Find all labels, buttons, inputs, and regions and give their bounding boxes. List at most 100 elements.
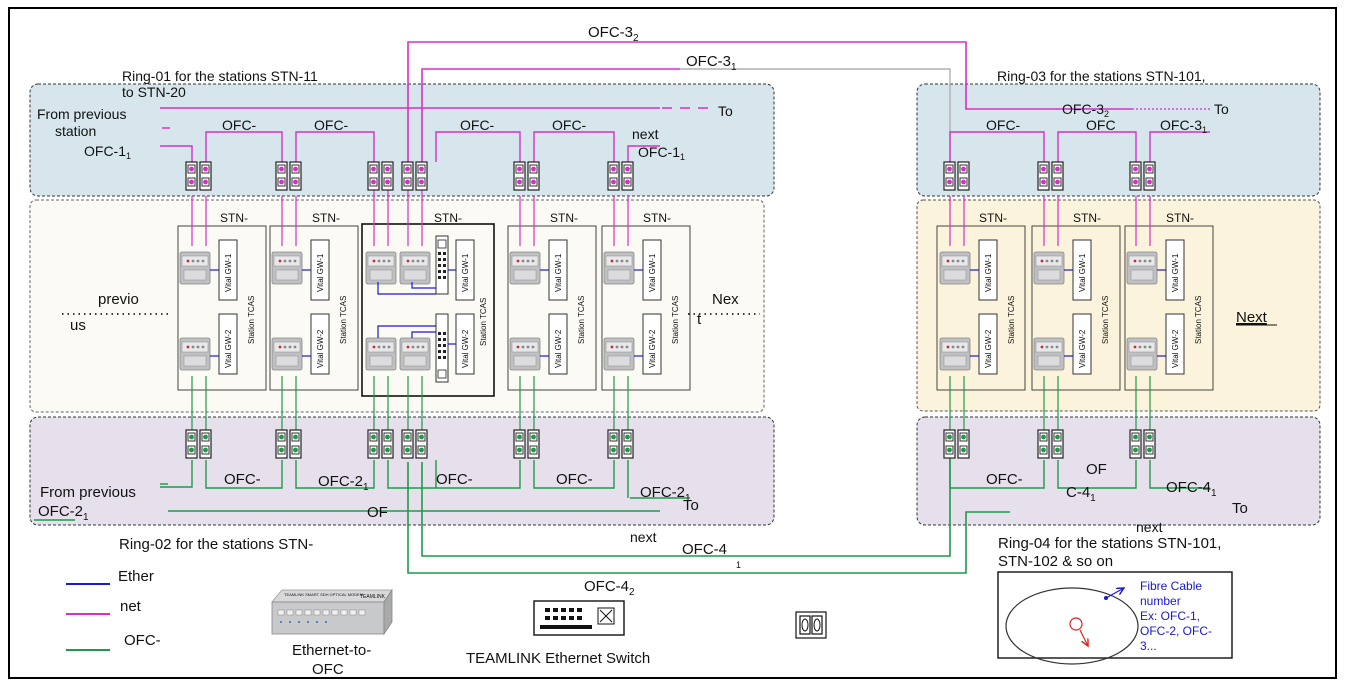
svg-text:Station TCAS: Station TCAS: [339, 296, 348, 344]
stn-label-102: STN-: [1073, 211, 1101, 225]
ethernet-to-ofc-converter: TEAMLINK TEAMLINK SMART SDH OPTICAL MODE…: [271, 588, 393, 678]
ethernet-switch-icon: TEAMLINK Ethernet Switch: [466, 600, 650, 667]
label-t: t: [697, 311, 702, 328]
label-next-right: Next: [1236, 309, 1268, 326]
label-ofc-top-5: OFC-: [986, 117, 1021, 133]
label-to-bottom-right: To: [1232, 500, 1248, 517]
fibre-cable-number-box: Fibre Cable number Ex: OFC-1, OFC-2, OFC…: [997, 571, 1233, 665]
svg-text:Vital GW-2: Vital GW-2: [648, 329, 657, 368]
ring-04-region: [916, 416, 1321, 526]
label-ofc-3-1-right: OFC-31: [1160, 117, 1207, 135]
stn-label-5: STN-: [643, 211, 671, 225]
fibre-label-l1: Fibre Cable: [1140, 579, 1202, 593]
stn-label-1: STN-: [220, 211, 248, 225]
svg-text:Vital GW-2: Vital GW-2: [984, 329, 993, 368]
legend-ether-label: Ether: [118, 568, 154, 585]
label-next-bottom-right: next: [1136, 519, 1163, 535]
svg-text:Station TCAS: Station TCAS: [479, 298, 488, 346]
ofc-3-1-route-pink: [421, 68, 680, 174]
ofc-3-2-route: [407, 41, 1132, 174]
legend-ofc-label: OFC-: [124, 632, 161, 649]
ring-01-region: [29, 83, 775, 197]
label-c-4-1: C-41: [1066, 484, 1096, 504]
label-ofc-bottom-3: OFC-: [436, 471, 473, 488]
label-next-bottom-left: next: [630, 529, 657, 545]
svg-text:Station TCAS: Station TCAS: [671, 296, 680, 344]
from-previous-station-l3: OFC-11: [84, 143, 131, 161]
svg-text:Vital GW-2: Vital GW-2: [1171, 329, 1180, 368]
stations-right-region: [916, 199, 1321, 412]
ring-03-region: [916, 83, 1321, 197]
svg-text:Vital GW-2: Vital GW-2: [554, 329, 563, 368]
ring-04-title-line2: STN-102 & so on: [998, 553, 1113, 570]
svg-text:Vital GW-2: Vital GW-2: [461, 329, 470, 368]
svg-text:Station TCAS: Station TCAS: [1007, 296, 1016, 344]
converter-label-l1: Ethernet-to-: [292, 642, 371, 659]
from-previous-bottom: From previous: [40, 484, 136, 501]
stations-left-region: [29, 199, 765, 413]
svg-text:Vital GW-1: Vital GW-1: [554, 253, 563, 292]
fibre-label-l3: Ex: OFC-1,: [1140, 609, 1200, 623]
label-ofc-4-1-right: OFC-41: [1166, 479, 1217, 499]
station-4: [507, 196, 597, 430]
label-of-center: OF: [367, 504, 388, 521]
svg-text:Vital GW-1: Vital GW-1: [316, 253, 325, 292]
svg-text:Vital GW-1: Vital GW-1: [461, 253, 470, 292]
label-next-left-top: next: [632, 126, 659, 142]
svg-text:Vital GW-2: Vital GW-2: [224, 329, 233, 368]
svg-text:Station TCAS: Station TCAS: [247, 296, 256, 344]
ring-02-region: [29, 416, 775, 526]
svg-text:Station TCAS: Station TCAS: [1101, 296, 1110, 344]
fibre-label-l2: number: [1140, 594, 1181, 608]
label-ofc-bottom-1: OFC-: [224, 471, 261, 488]
station-102: [1031, 196, 1121, 430]
svg-text:Vital GW-2: Vital GW-2: [316, 329, 325, 368]
svg-text:Vital GW-1: Vital GW-1: [984, 253, 993, 292]
svg-text:Station TCAS: Station TCAS: [577, 296, 586, 344]
converter-small-label: TEAMLINK SMART SDH OPTICAL MODEM: [284, 592, 363, 597]
label-ofc-top-3: OFC-: [460, 117, 495, 133]
label-ofc-top-2: OFC-: [314, 117, 349, 133]
stn-label-3: STN-: [434, 211, 462, 225]
from-previous-station-l2: station: [55, 123, 96, 139]
fibre-label-l5: 3...: [1140, 639, 1157, 653]
converter-label-l2: OFC: [312, 661, 344, 678]
ofc-4-2-route: [407, 462, 1010, 574]
ring-01-title-line2: to STN-20: [122, 84, 186, 100]
station-2: [269, 196, 359, 430]
label-ofc-bottom-right-1: OFC-: [986, 471, 1023, 488]
label-to-bottom-left: To: [683, 497, 699, 514]
stn-label-2: STN-: [312, 211, 340, 225]
label-ofc-4-2: OFC-42: [584, 578, 635, 598]
label-ofc-4-1-sub: 1: [736, 560, 741, 570]
label-ofc-2-1-right: OFC-21: [640, 484, 691, 504]
vertical-labels: Vital GW-1 Vital GW-2 Station TCAS Vital…: [224, 253, 1203, 368]
svg-text:Vital GW-2: Vital GW-2: [1078, 329, 1087, 368]
legend-net-label: net: [120, 598, 142, 615]
svg-text:Vital GW-1: Vital GW-1: [1171, 253, 1180, 292]
ofc-4-1-route: [421, 455, 951, 557]
label-ofc-top-1: OFC-: [222, 117, 257, 133]
from-previous-station-l1: From previous: [37, 106, 126, 122]
ring-04-title-line1: Ring-04 for the stations STN-101,: [998, 535, 1221, 552]
station-101: [936, 196, 1026, 430]
label-previo: previo: [98, 291, 139, 308]
station-1: [177, 196, 267, 430]
label-to-right-top: To: [1214, 101, 1229, 117]
fibre-label-l4: OFC-2, OFC-: [1140, 624, 1212, 638]
ring-02-arcs: [160, 460, 1210, 498]
stn-label-101: STN-: [979, 211, 1007, 225]
label-us: us: [70, 317, 86, 334]
label-nex: Nex: [712, 291, 739, 308]
label-ofc-2-1-left: OFC-21: [38, 503, 89, 523]
stn-label-103: STN-: [1166, 211, 1194, 225]
label-ofc-bottom-4: OFC-: [556, 471, 593, 488]
switch-label: TEAMLINK Ethernet Switch: [466, 650, 650, 667]
label-ofc-3-2-right: OFC-32: [1062, 101, 1109, 119]
station-5: [601, 196, 691, 430]
svg-text:Vital GW-1: Vital GW-1: [1078, 253, 1087, 292]
stn-label-4: STN-: [550, 211, 578, 225]
legend: Ether net OFC-: [66, 568, 161, 651]
station-3-hub: [361, 176, 495, 430]
